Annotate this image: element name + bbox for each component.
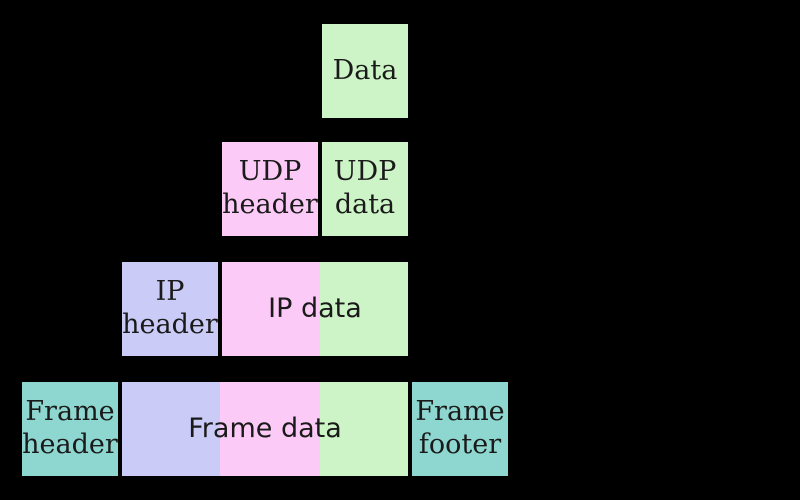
ip-header-box: IP header (120, 260, 220, 358)
frame-data-label: Frame data (188, 412, 342, 444)
udp-header-label-line2: header (222, 189, 318, 220)
udp-header-box: UDP header (220, 140, 320, 238)
frame-header-label-line1: Frame (25, 396, 115, 428)
frame-header-label-line2: header (22, 429, 118, 460)
frame-header-box: Frame header (20, 380, 120, 478)
udp-data-box: UDP data (320, 140, 410, 238)
ip-header-label-line1: IP (155, 276, 185, 308)
frame-footer-label-line2: footer (418, 429, 502, 460)
udp-header-label-line1: UDP (238, 156, 302, 188)
frame-footer-box: Frame footer (410, 380, 510, 478)
data-label: Data (332, 54, 398, 86)
udp-data-label-line2: data (334, 189, 396, 220)
frame-data-box: Frame data (120, 380, 410, 478)
ip-header-label-line2: header (122, 309, 218, 340)
data-box: Data (320, 22, 410, 120)
frame-footer-label-line1: Frame (415, 396, 505, 428)
udp-data-label-line1: UDP (333, 156, 397, 188)
ip-data-label: IP data (268, 292, 362, 324)
ip-data-box: IP data (220, 260, 410, 358)
